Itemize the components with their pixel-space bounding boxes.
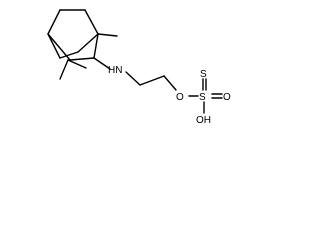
bond — [139, 75, 165, 86]
amine-label: HN — [108, 65, 122, 76]
bond — [77, 33, 99, 53]
bond — [47, 33, 71, 61]
bond — [84, 9, 99, 35]
bond — [93, 33, 99, 59]
bond — [59, 51, 79, 59]
bond — [93, 57, 111, 70]
bond — [47, 33, 61, 59]
oxo-oxygen-label: O — [223, 92, 231, 103]
thiosulfate-group — [188, 78, 223, 114]
bicyclic-ring — [47, 9, 118, 80]
bond — [47, 9, 61, 35]
bond — [125, 71, 141, 86]
side-chain — [93, 57, 177, 91]
bond — [67, 59, 87, 69]
molecule-structure: HN O S S O OH — [47, 9, 231, 126]
ether-oxygen-label: O — [176, 92, 184, 103]
bond — [69, 57, 95, 61]
sulfur-label: S — [199, 92, 206, 103]
bond — [59, 59, 69, 80]
bond — [97, 33, 118, 37]
bond — [163, 75, 177, 91]
thione-sulfur-label: S — [200, 69, 207, 80]
hydroxyl-label: OH — [196, 115, 211, 126]
